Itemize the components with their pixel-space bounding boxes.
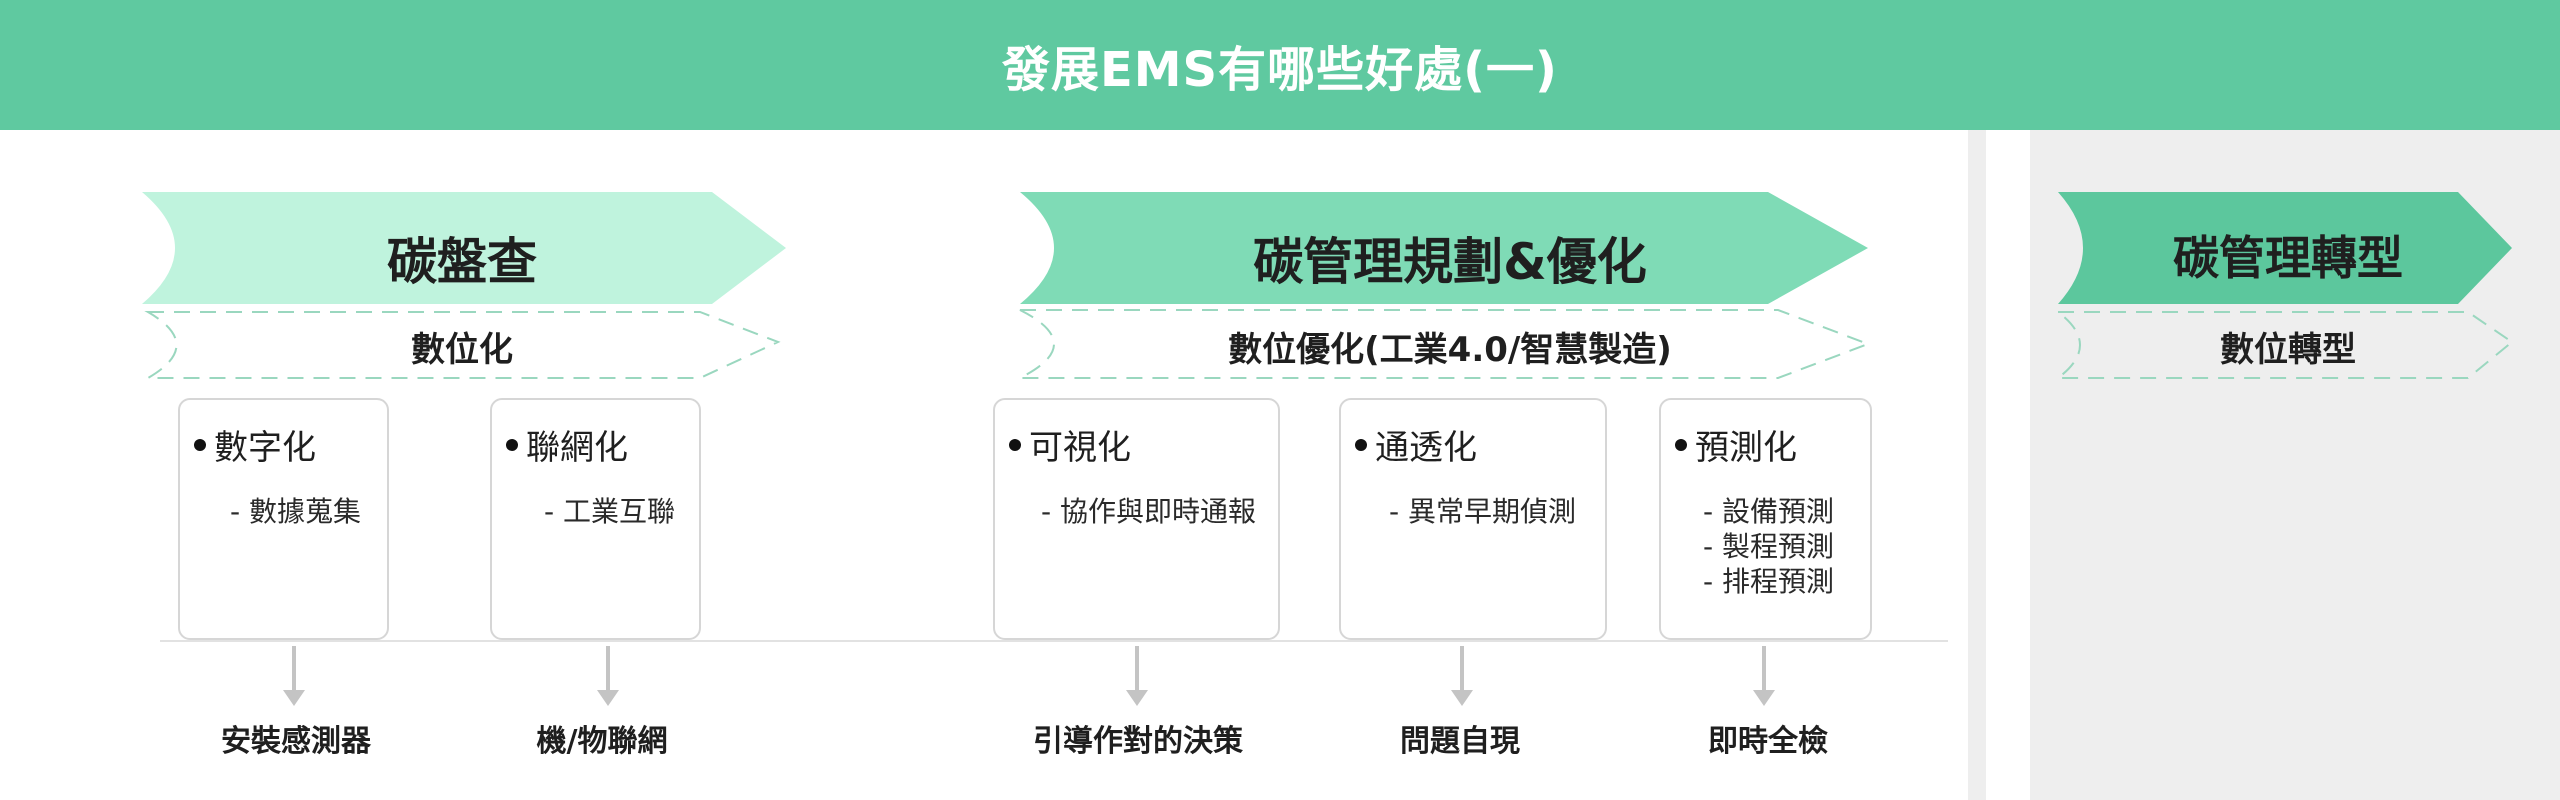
card-digitization: 數字化 - 數據蒐集 xyxy=(178,398,389,640)
stage-label-1: 碳盤查 xyxy=(387,233,537,291)
card-item: - 製程預測 xyxy=(1703,530,1835,563)
outcome-label-5: 即時全檢 xyxy=(1708,724,1828,759)
card-title: 預測化 xyxy=(1695,428,1797,468)
stage-chevron-3 xyxy=(2058,192,2512,304)
card-item: - 異常早期偵測 xyxy=(1389,495,1577,528)
page-title: 發展EMS有哪些好處(一) xyxy=(1001,42,1558,98)
outcome-label-1: 安裝感測器 xyxy=(221,724,371,759)
stage-chevron-2 xyxy=(1020,192,1868,304)
card-item: - 設備預測 xyxy=(1703,495,1835,528)
card-title: 通透化 xyxy=(1375,428,1477,468)
bullet-icon xyxy=(1009,438,1021,451)
card-item: - 工業互聯 xyxy=(544,495,676,528)
card-title: 聯網化 xyxy=(526,428,628,468)
card-visualization: 可視化 - 協作與即時通報 xyxy=(993,398,1280,640)
card-item: - 數據蒐集 xyxy=(230,495,362,528)
bullet-icon xyxy=(194,438,206,451)
down-arrow-4 xyxy=(1451,646,1473,706)
bullet-icon xyxy=(506,438,518,451)
down-arrow-5 xyxy=(1753,646,1775,706)
card-item: - 協作與即時通報 xyxy=(1041,495,1257,528)
card-item: - 排程預測 xyxy=(1703,565,1835,598)
stage-sub-arrow-3 xyxy=(2055,311,2514,379)
outcome-label-4: 問題自現 xyxy=(1400,724,1520,759)
down-arrow-1 xyxy=(283,646,305,706)
stage-label-2: 碳管理規劃&優化 xyxy=(1253,233,1647,291)
outcome-label-2: 機/物聯網 xyxy=(536,724,668,759)
card-title: 數字化 xyxy=(214,428,316,468)
stage-label-3: 碳管理轉型 xyxy=(2173,231,2403,285)
card-transparency: 通透化 - 異常早期偵測 xyxy=(1339,398,1607,640)
stage-chevron-1 xyxy=(142,192,786,304)
stage-sub-arrow-1 xyxy=(144,311,781,379)
card-prediction: 預測化 - 設備預測 - 製程預測 - 排程預測 xyxy=(1659,398,1872,640)
divider-strip xyxy=(1968,130,1986,800)
stage-sub-label-2: 數位優化(工業4.0/智慧製造) xyxy=(1228,330,1672,370)
header-bar: 發展EMS有哪些好處(一) xyxy=(0,0,2560,130)
down-arrow-3 xyxy=(1126,646,1148,706)
stage-sub-label-1: 數位化 xyxy=(411,330,513,370)
bullet-icon xyxy=(1675,438,1687,451)
card-title: 可視化 xyxy=(1029,428,1131,468)
down-arrow-2 xyxy=(597,646,619,706)
bullet-icon xyxy=(1355,438,1367,451)
card-networking: 聯網化 - 工業互聯 xyxy=(490,398,701,640)
stage-sub-label-3: 數位轉型 xyxy=(2220,330,2356,370)
stage-sub-arrow-2 xyxy=(1019,309,1871,379)
outcome-label-3: 引導作對的決策 xyxy=(1033,724,1243,759)
